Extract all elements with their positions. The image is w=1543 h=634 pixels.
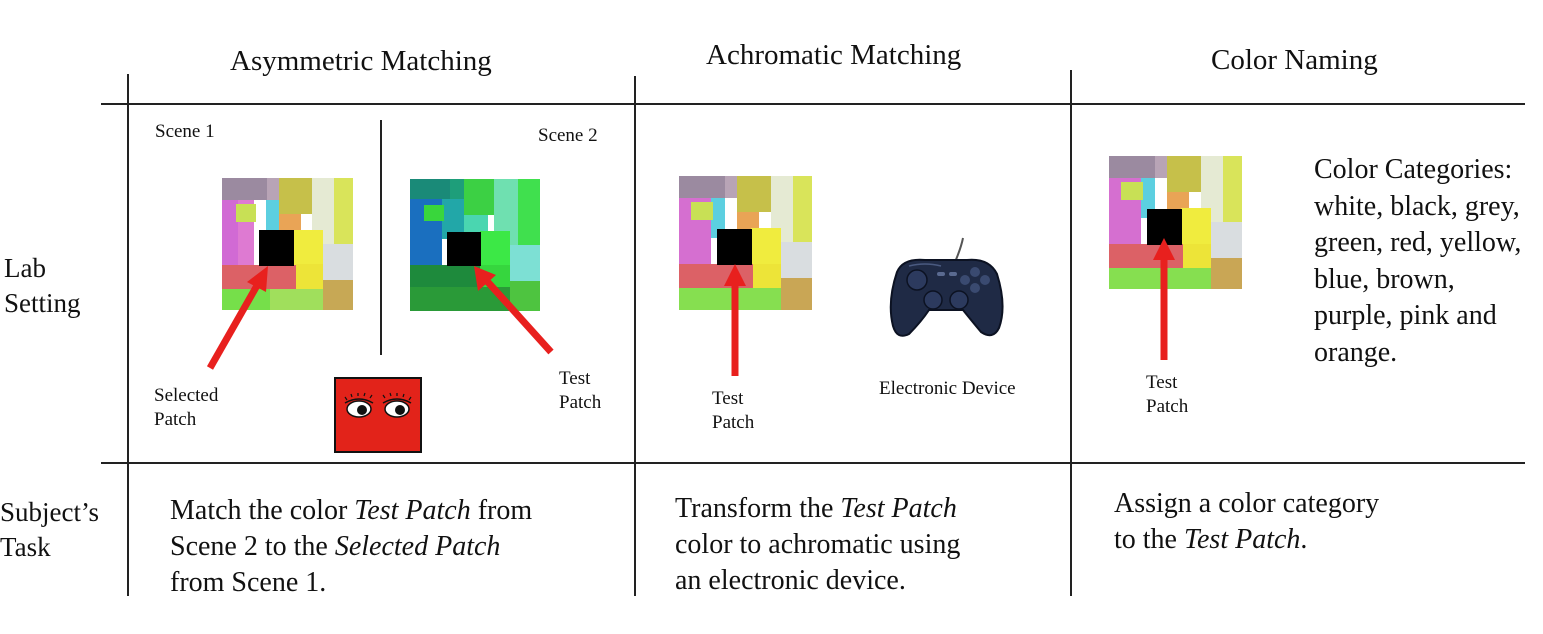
arrow-scene2-test-patch xyxy=(474,266,551,352)
arrow-naming-test-patch xyxy=(1153,238,1175,360)
achromatic-task-line2: color to achromatic using xyxy=(675,527,960,563)
naming-task-line2: to the Test Patch. xyxy=(1114,522,1379,558)
achromatic-task-line3: an electronic device. xyxy=(675,563,960,599)
asymmetric-task-text: Match the color Test Patch from Scene 2 … xyxy=(170,493,532,601)
arrow-selected-patch xyxy=(210,266,268,368)
naming-task-line1: Assign a color category xyxy=(1114,486,1379,522)
asymmetric-task-line1: Match the color Test Patch from xyxy=(170,493,532,529)
asymmetric-task-line2: Scene 2 to the Selected Patch xyxy=(170,529,532,565)
achromatic-task-text: Transform the Test Patch color to achrom… xyxy=(675,491,960,599)
naming-task-text: Assign a color category to the Test Patc… xyxy=(1114,486,1379,558)
arrow-achromatic-test-patch xyxy=(724,264,746,376)
asymmetric-task-line3: from Scene 1. xyxy=(170,565,532,601)
achromatic-task-line1: Transform the Test Patch xyxy=(675,491,960,527)
